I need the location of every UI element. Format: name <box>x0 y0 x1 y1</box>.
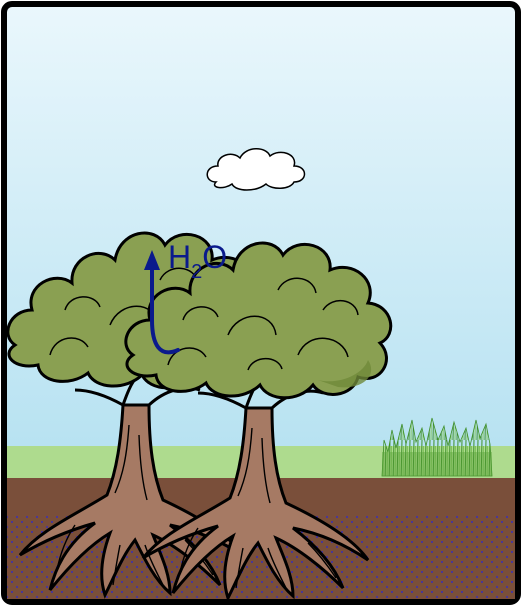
water-tail-text: O <box>202 239 227 275</box>
water-main-text: H <box>168 239 191 275</box>
water-subscript-text: 2 <box>191 261 202 283</box>
